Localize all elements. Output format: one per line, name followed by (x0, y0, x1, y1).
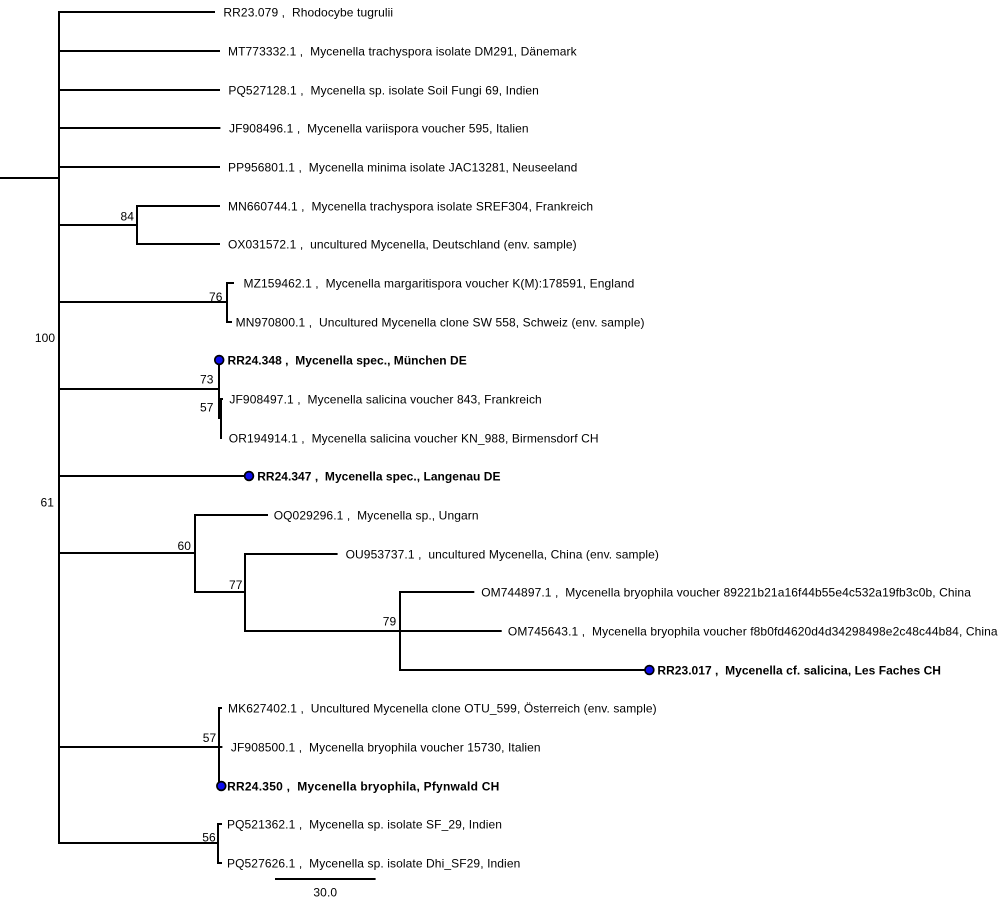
svg-text:30.0: 30.0 (313, 886, 337, 900)
svg-text:JF908497.1 , Mycenella salici: JF908497.1 , Mycenella salicina voucher … (229, 392, 541, 406)
svg-text:JF908500.1 , Mycenella bryoph: JF908500.1 , Mycenella bryophila voucher… (231, 740, 541, 754)
svg-text:PQ527626.1 , Mycenella sp. is: PQ527626.1 , Mycenella sp. isolate Dhi_S… (227, 856, 520, 870)
svg-text:RR24.347 , Mycenella spec., L: RR24.347 , Mycenella spec., Langenau DE (257, 469, 500, 483)
svg-text:MN660744.1 , Mycenella trachy: MN660744.1 , Mycenella trachyspora isola… (228, 199, 593, 213)
svg-text:MT773332.1 , Mycenella trachy: MT773332.1 , Mycenella trachyspora isola… (228, 44, 578, 58)
svg-text:57: 57 (203, 731, 217, 745)
svg-text:OM745643.1 , Mycenella bryoph: OM745643.1 , Mycenella bryophila voucher… (508, 624, 998, 638)
svg-text:MZ159462.1 , Mycenella margar: MZ159462.1 , Mycenella margaritispora vo… (244, 276, 635, 290)
svg-text:56: 56 (202, 830, 216, 844)
svg-text:PQ527128.1 , Mycenella sp. is: PQ527128.1 , Mycenella sp. isolate Soil … (228, 83, 539, 97)
svg-text:RR23.017 , Mycenella cf. sali: RR23.017 , Mycenella cf. salicina, Les F… (657, 663, 941, 677)
svg-text:JF908496.1 , Mycenella variis: JF908496.1 , Mycenella variispora vouche… (229, 121, 529, 135)
svg-text:79: 79 (383, 615, 397, 629)
svg-text:RR23.079 , Rhodocybe tugrulii: RR23.079 , Rhodocybe tugrulii (223, 5, 393, 19)
svg-text:OX031572.1 , uncultured Mycen: OX031572.1 , uncultured Mycenella, Deuts… (228, 237, 577, 251)
svg-text:100: 100 (35, 331, 56, 345)
svg-text:76: 76 (209, 290, 223, 304)
svg-text:RR24.350 , Mycenella bryophil: RR24.350 , Mycenella bryophila, Pfynwald… (227, 779, 499, 793)
svg-text:60: 60 (177, 539, 191, 553)
svg-text:57: 57 (200, 401, 214, 415)
svg-text:OR194914.1 , Mycenella salici: OR194914.1 , Mycenella salicina voucher … (229, 431, 599, 445)
svg-text:77: 77 (229, 578, 243, 592)
svg-text:61: 61 (40, 496, 54, 510)
svg-text:73: 73 (200, 373, 214, 387)
svg-text:MN970800.1 , Uncultured Mycen: MN970800.1 , Uncultured Mycenella clone … (236, 315, 645, 329)
svg-text:84: 84 (120, 210, 134, 224)
svg-text:OU953737.1 , uncultured Mycen: OU953737.1 , uncultured Mycenella, China… (346, 547, 659, 561)
svg-text:OQ029296.1 , Mycenella sp., U: OQ029296.1 , Mycenella sp., Ungarn (274, 508, 479, 522)
svg-text:OM744897.1 , Mycenella bryoph: OM744897.1 , Mycenella bryophila voucher… (481, 585, 971, 599)
svg-text:PQ521362.1 , Mycenella sp. is: PQ521362.1 , Mycenella sp. isolate SF_29… (227, 817, 502, 831)
svg-text:RR24.348 , Mycenella spec., M: RR24.348 , Mycenella spec., München DE (228, 353, 467, 367)
svg-text:PP956801.1 , Mycenella minima: PP956801.1 , Mycenella minima isolate JA… (228, 160, 577, 174)
svg-text:MK627402.1 , Uncultured Mycen: MK627402.1 , Uncultured Mycenella clone … (228, 701, 657, 715)
